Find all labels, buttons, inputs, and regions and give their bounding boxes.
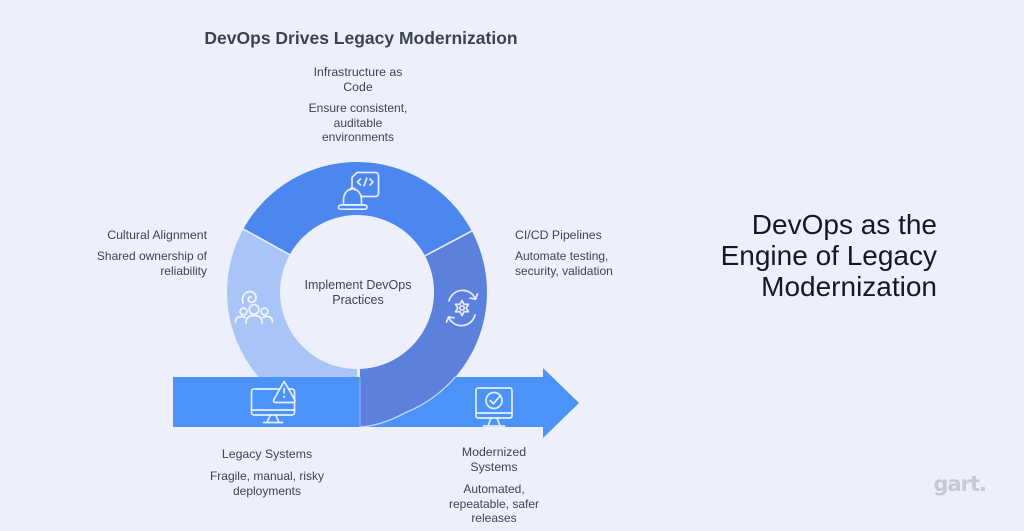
node-desc-modernized-systems: Automated, repeatable, safer releases <box>448 482 540 525</box>
node-title-cicd-pipelines: CI/CD Pipelines <box>515 228 602 242</box>
segment-divider <box>242 228 291 256</box>
node-desc-cultural-alignment: Shared ownership of reliability <box>96 249 207 278</box>
monitor-check-icon <box>475 387 513 427</box>
node-desc-infrastructure-as-code: Ensure consistent, auditable environment… <box>308 101 408 144</box>
node-title-legacy-systems: Legacy Systems <box>221 447 313 461</box>
tail-edge-highlight <box>359 376 456 428</box>
node-desc-legacy-systems: Fragile, manual, risky deployments <box>209 469 325 498</box>
node-desc-cicd-pipelines: Automate testing, security, validation <box>515 249 613 278</box>
node-title-cultural-alignment: Cultural Alignment <box>107 228 207 242</box>
gart-logo: gart. <box>933 472 987 496</box>
node-title-infrastructure-as-code: Infrastructure as Code <box>313 65 403 94</box>
gear-sync-icon <box>445 289 479 327</box>
hardhat-code-icon <box>337 171 380 211</box>
team-icon <box>234 290 274 324</box>
segment-cultural-alignment <box>227 229 357 422</box>
slide-headline: DevOps as the Engine of Legacy Moderniza… <box>720 209 937 302</box>
node-title-modernized-systems: Modernized Systems <box>461 445 527 474</box>
loop-center-label: Implement DevOps Practices <box>304 278 412 307</box>
diagram-title: DevOps Drives Legacy Modernization <box>204 28 518 48</box>
monitor-warning-icon <box>250 380 296 424</box>
segment-divider <box>424 230 473 257</box>
segment-cicd-pipelines <box>360 231 487 427</box>
